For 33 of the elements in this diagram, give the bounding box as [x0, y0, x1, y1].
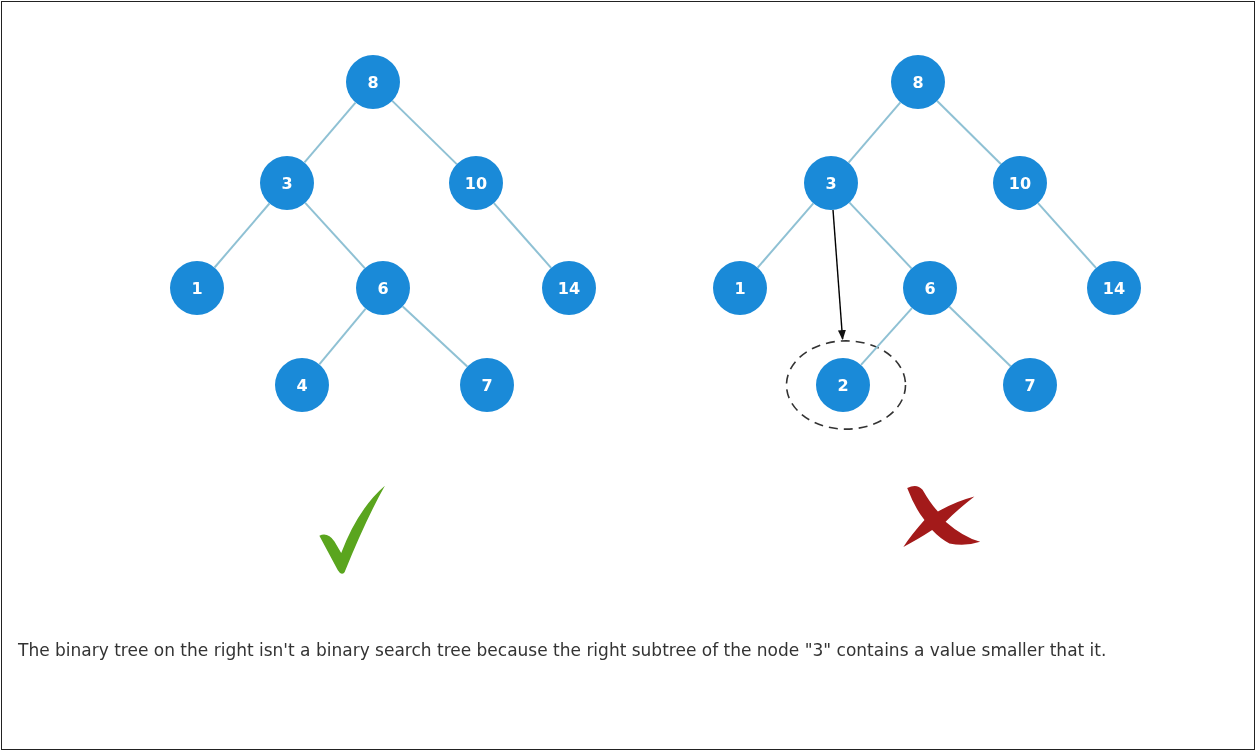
- dashed-ellipse: [784, 339, 908, 431]
- tree-node: 14: [542, 261, 596, 315]
- tree-edge: [492, 202, 553, 269]
- tree-node: 7: [460, 358, 514, 412]
- tree-node: 2: [816, 358, 870, 412]
- tree-node: 6: [903, 261, 957, 315]
- tree-edge: [391, 99, 458, 166]
- tree-edge: [756, 202, 815, 269]
- tree-edge: [318, 307, 367, 366]
- tree-node: 3: [260, 156, 314, 210]
- tree-edge: [948, 305, 1012, 368]
- tree-node: 8: [346, 55, 400, 109]
- tree-edge: [401, 305, 469, 368]
- tree-node: 7: [1003, 358, 1057, 412]
- tree-edge: [860, 307, 913, 366]
- tree-edge: [303, 101, 357, 164]
- tree-node: 6: [356, 261, 410, 315]
- tree-edge: [936, 100, 1002, 165]
- tree-node: 4: [275, 358, 329, 412]
- tree-node: 3: [804, 156, 858, 210]
- tree-node: 1: [713, 261, 767, 315]
- tree-edge: [847, 101, 902, 164]
- caption: The binary tree on the right isn't a binary search tree because the right subtree of the node "3" contains a value smaller that it.: [18, 639, 1108, 662]
- tree-node: 10: [449, 156, 503, 210]
- tree-edge: [304, 201, 366, 270]
- tree-edge: [213, 202, 271, 269]
- tree-node: 8: [891, 55, 945, 109]
- tree-node: 1: [170, 261, 224, 315]
- tree-edge: [848, 201, 913, 270]
- tree-edge: [1037, 202, 1097, 269]
- tree-node: 14: [1087, 261, 1141, 315]
- tree-node: 10: [993, 156, 1047, 210]
- arrow: [832, 209, 846, 341]
